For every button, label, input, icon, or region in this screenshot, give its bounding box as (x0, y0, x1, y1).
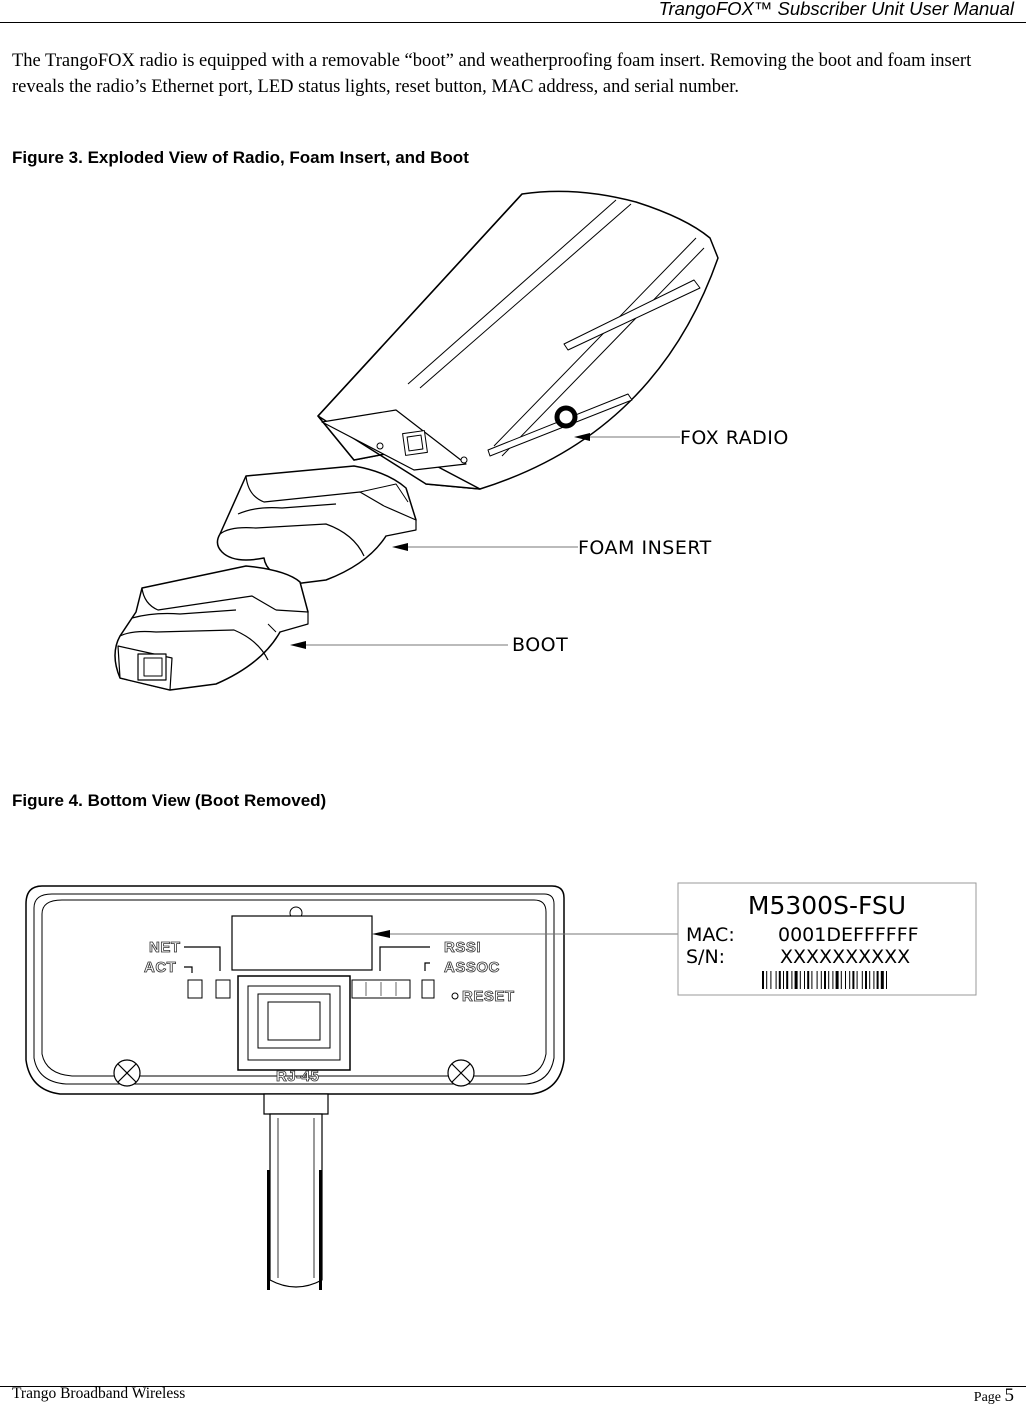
product-label (677, 882, 977, 996)
barcode-bar (861, 971, 863, 989)
barcode-bar (816, 971, 818, 989)
barcode-bar (807, 971, 810, 989)
rssi-label: RSSI (444, 939, 481, 956)
barcode-bar (775, 971, 777, 989)
figure-4-caption: Figure 4. Bottom View (Boot Removed) (12, 791, 327, 810)
mac-label: MAC: (686, 924, 735, 946)
barcode-bar (886, 971, 887, 989)
assoc-label: ASSOC (444, 959, 500, 976)
figure-3-caption: Figure 3. Exploded View of Radio, Foam I… (12, 148, 469, 167)
model-number: M5300S-FSU (748, 891, 906, 920)
barcode-bar (791, 971, 793, 989)
barcode-bar (824, 971, 826, 989)
page-number: 5 (1004, 1385, 1015, 1406)
barcode-bar (766, 971, 768, 989)
page-indicator: Page 5 (974, 1385, 1014, 1407)
barcode-bar (865, 971, 867, 989)
serial-value: XXXXXXXXXX (780, 946, 910, 968)
barcode-bar (873, 971, 875, 989)
radio-body (317, 190, 719, 490)
barcode-bar (828, 971, 830, 989)
barcode-bar (856, 971, 858, 989)
barcode-bar (869, 971, 871, 989)
barcode-bar (778, 971, 781, 989)
barcode-bar (840, 971, 842, 989)
barcode-bar (770, 971, 772, 989)
barcode-bar (811, 971, 813, 989)
barcode-bar (849, 971, 851, 989)
callout-foam-insert: FOAM INSERT (578, 537, 712, 559)
barcode-bar (794, 971, 798, 989)
page-footer: Trango Broadband Wireless Page 5 (0, 1385, 1026, 1411)
barcode-bar (876, 971, 879, 989)
serial-label: S/N: (686, 946, 725, 968)
page-header: TrangoFOX™ Subscriber Unit User Manual (0, 0, 1026, 23)
barcode-bar (880, 971, 884, 989)
barcode-bar (786, 971, 789, 989)
barcode-bar (835, 971, 839, 989)
barcode-bar (820, 971, 822, 989)
manual-title: TrangoFOX™ Subscriber Unit User Manual (658, 0, 1014, 19)
barcode (762, 971, 887, 989)
reset-label: RESET (462, 988, 515, 1005)
barcode-bar (783, 971, 784, 989)
intro-paragraph: The TrangoFOX radio is equipped with a r… (12, 51, 972, 97)
barcode-bar (852, 971, 855, 989)
callout-fox-radio: FOX RADIO (680, 427, 789, 449)
page-label: Page (973, 1390, 1001, 1405)
callout-boot: BOOT (512, 634, 568, 656)
barcode-bar (845, 971, 846, 989)
net-label: NET (149, 939, 181, 956)
mac-value: 0001DEFFFFFF (778, 924, 919, 946)
exploded-view-figure: FOX RADIO FOAM INSERT BOOT (114, 190, 789, 691)
barcode-bar (832, 971, 834, 989)
rj45-label: RJ-45 (276, 1068, 319, 1085)
company-name: Trango Broadband Wireless (12, 1385, 186, 1402)
barcode-bar (799, 971, 801, 989)
barcode-bar (804, 971, 805, 989)
bottom-view-figure: NET ACT RSSI ASSOC RESET RJ-45 M5300S-FS… (25, 882, 977, 1290)
barcode-bar (762, 971, 764, 989)
act-label: ACT (144, 959, 176, 976)
